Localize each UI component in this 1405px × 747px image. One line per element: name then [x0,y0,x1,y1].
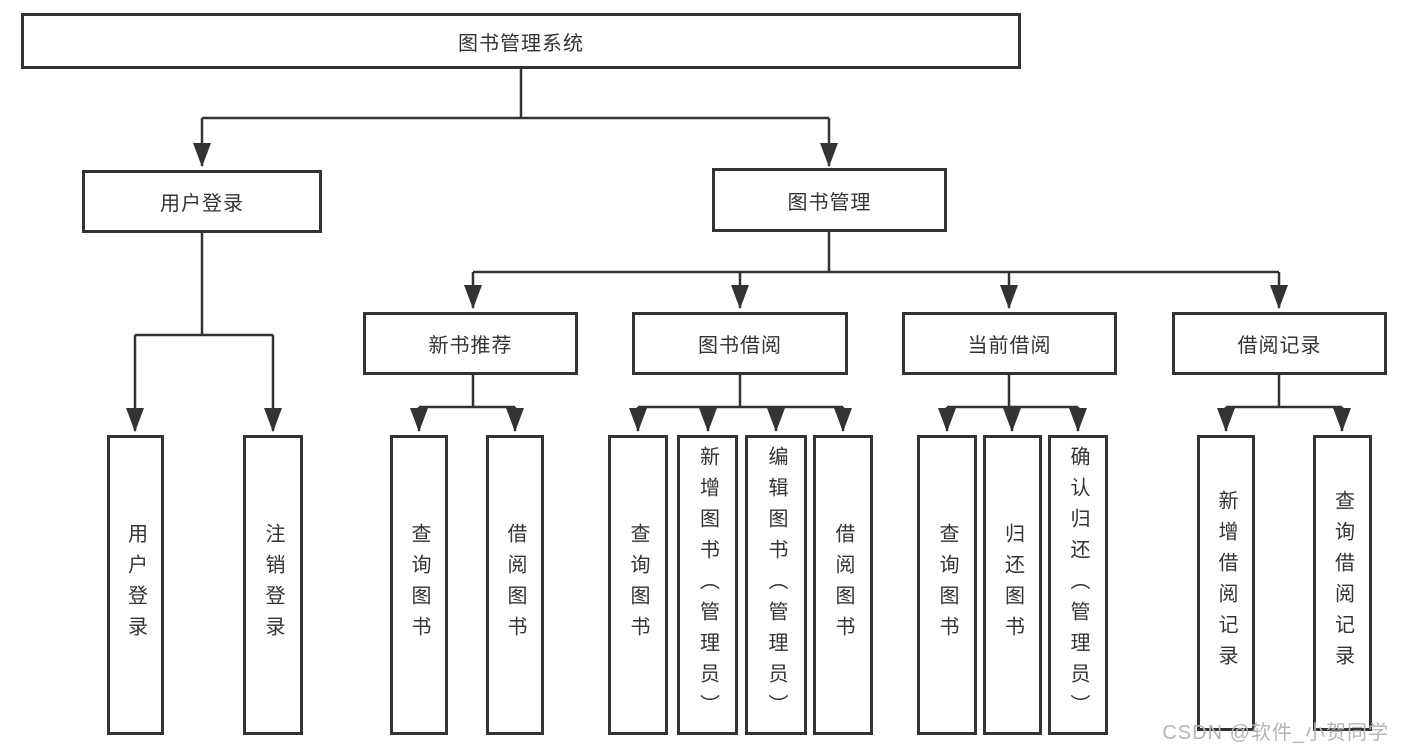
node-book-borrow: 图书借阅 [632,312,848,375]
edge-records-children [1226,375,1342,409]
node-current-borrow: 当前借阅 [902,312,1117,375]
edge-user-login-children [135,233,273,337]
leaf-label: 借阅图书 [504,523,526,647]
leaf-label: 查询图书 [936,523,958,647]
leaf-query-book-2: 查询图书 [608,435,668,735]
node-book-management: 图书管理 [712,168,947,232]
leaf-return-book: 归还图书 [983,435,1042,735]
edge-root-level2 [202,69,829,120]
node-borrow-records: 借阅记录 [1172,312,1387,375]
node-user-login: 用户登录 [82,170,322,233]
csdn-watermark: CSDN @软件_小贺同学 [1162,722,1389,744]
leaf-query-book-3: 查询图书 [917,435,977,735]
leaf-query-borrow-record: 查询借阅记录 [1313,435,1372,731]
edge-book-mgmt-groups [473,232,1279,274]
leaf-label: 查询借阅记录 [1331,490,1354,676]
leaf-borrow-book-2: 借阅图书 [813,435,873,735]
node-new-book-recommend: 新书推荐 [363,312,578,375]
leaf-confirm-return-admin: 确认归还（管理员） [1048,435,1108,735]
leaf-label: 新增借阅记录 [1215,490,1237,676]
leaf-edit-book-admin: 编辑图书（管理员） [745,435,807,735]
leaf-label: 编辑图书（管理员） [765,445,787,725]
leaf-label: 新增图书（管理员） [696,445,719,725]
leaf-add-book-admin: 新增图书（管理员） [677,435,738,735]
leaf-borrow-book-1: 借阅图书 [486,435,544,735]
leaf-query-book-1: 查询图书 [390,435,448,735]
edge-current-children [947,375,1078,409]
leaf-label: 查询图书 [627,523,649,647]
leaf-label: 查询图书 [408,523,430,647]
leaf-label: 用户登录 [124,523,147,647]
leaf-label: 归还图书 [1001,523,1024,647]
edge-borrow-children [638,375,843,409]
node-root: 图书管理系统 [21,13,1021,69]
leaf-user-login: 用户登录 [107,435,164,735]
leaf-logout: 注销登录 [243,435,303,735]
edge-new-rec-children [419,375,515,409]
leaf-label: 注销登录 [262,523,284,647]
leaf-add-borrow-record: 新增借阅记录 [1197,435,1255,731]
leaf-label: 借阅图书 [832,523,854,647]
leaf-label: 确认归还（管理员） [1067,445,1089,725]
